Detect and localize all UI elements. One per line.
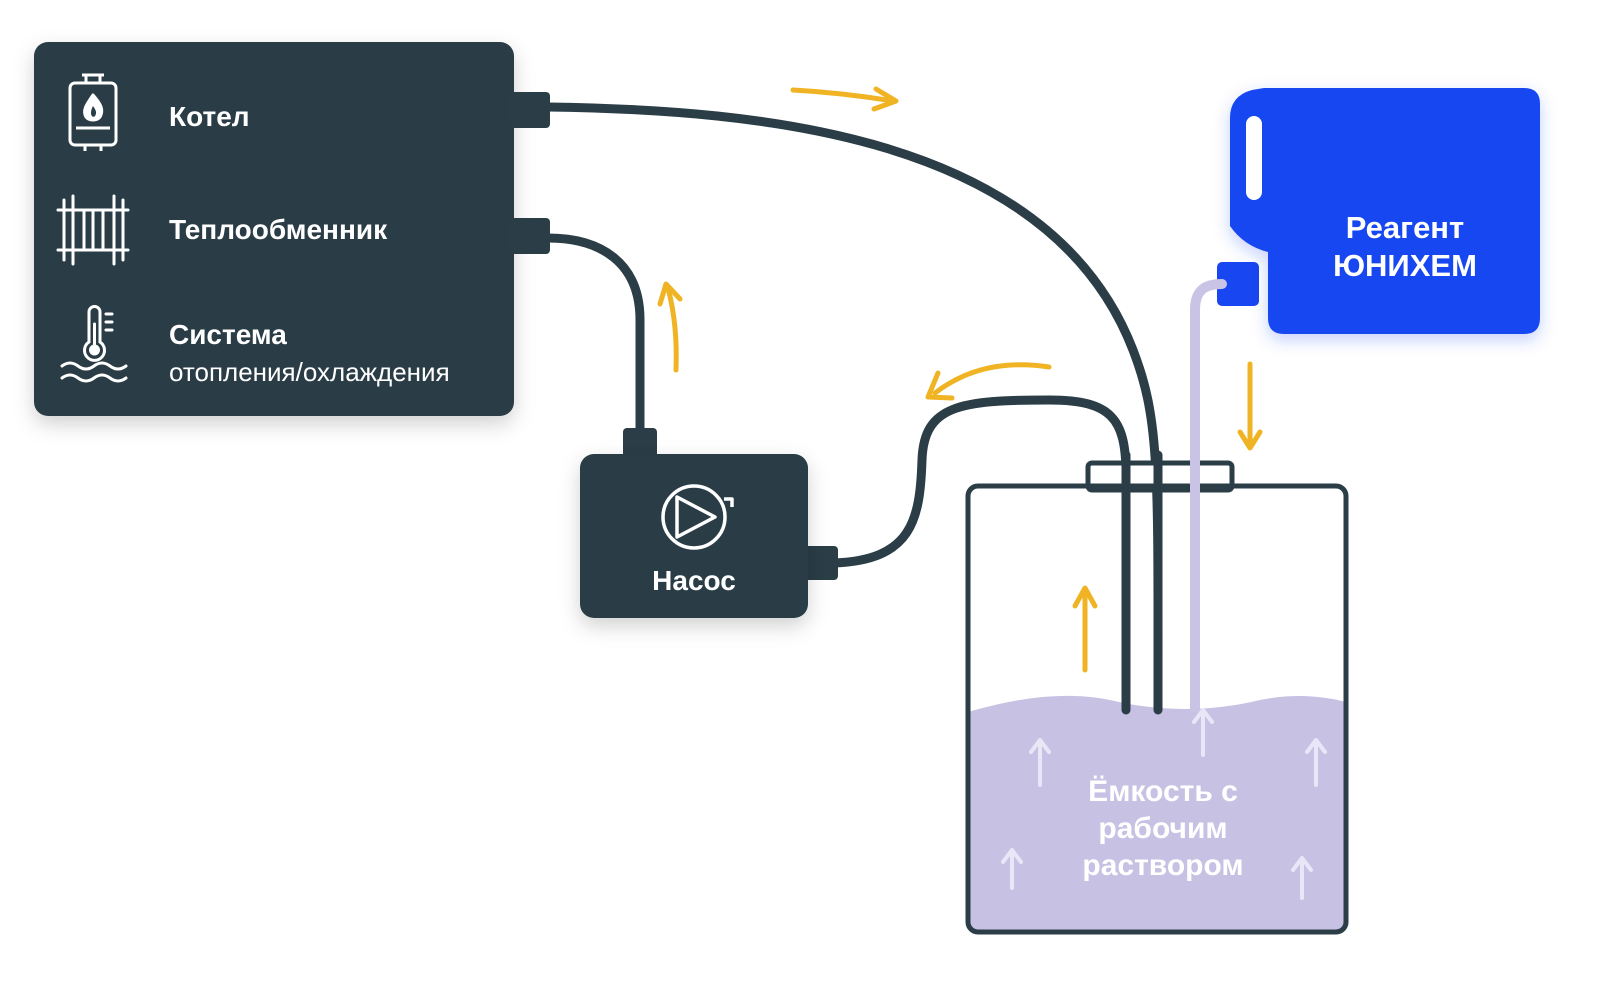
solution-liquid — [968, 695, 1346, 930]
canister-icon — [1217, 88, 1540, 334]
heating-cooling-system-icon — [60, 305, 128, 383]
liquid-rise-arrows — [1001, 708, 1327, 900]
flow-arrows — [657, 86, 1263, 673]
panel-inlet-connector — [510, 218, 550, 254]
boiler-label: Котел — [169, 101, 250, 132]
system-panel: Котел Теплообменник Система отопления/ох… — [34, 42, 550, 416]
flow-arrow-reagent-down-icon — [1237, 361, 1263, 451]
heating-system-label: Система — [169, 319, 287, 350]
pipes — [543, 102, 1163, 715]
tank-label-line3: раствором — [1082, 849, 1243, 882]
flow-arrow-to-tank-icon — [790, 86, 899, 112]
reagent-label-line1: Реагент — [1346, 210, 1464, 245]
pipe-pump-to-tank — [829, 395, 1131, 715]
panel-outlet-connector — [510, 92, 550, 128]
tank-label-line1: Ёмкость с — [1088, 775, 1238, 808]
rise-arrow-icon — [1192, 708, 1214, 757]
pipe-exchanger-to-pump — [543, 233, 645, 445]
canister-handle — [1246, 116, 1262, 200]
pump-side-connector — [804, 546, 838, 580]
flow-arrow-suction-up-icon — [1072, 585, 1098, 673]
system-panel-bg — [34, 42, 514, 416]
heating-system-sublabel: отопления/охлаждения — [169, 357, 450, 387]
reagent-label-line2: ЮНИХЕМ — [1333, 248, 1477, 283]
rise-arrow-icon — [1305, 738, 1327, 787]
reagent-canister: Реагент ЮНИХЕМ — [1217, 88, 1540, 334]
heat-exchanger-label: Теплообменник — [169, 214, 388, 245]
pump-label: Насос — [652, 565, 736, 596]
heat-exchanger-icon — [56, 194, 130, 266]
solution-tank: Ёмкость с рабочим раствором — [965, 450, 1349, 935]
flow-arrow-to-pump-icon — [925, 362, 1052, 401]
rise-arrow-icon — [1029, 738, 1051, 787]
pump-unit: Насос — [580, 428, 838, 618]
rise-arrow-icon — [1291, 856, 1313, 900]
boiler-icon — [68, 73, 118, 151]
pump-body — [580, 454, 808, 618]
tank-label-line2: рабочим — [1098, 812, 1227, 845]
pump-icon — [661, 484, 734, 550]
canister-body — [1230, 88, 1540, 334]
pump-top-connector — [623, 428, 657, 458]
flow-arrow-up-to-exchanger-icon — [657, 281, 683, 373]
rise-arrow-icon — [1001, 848, 1023, 890]
reagent-feed-line — [1190, 279, 1227, 713]
